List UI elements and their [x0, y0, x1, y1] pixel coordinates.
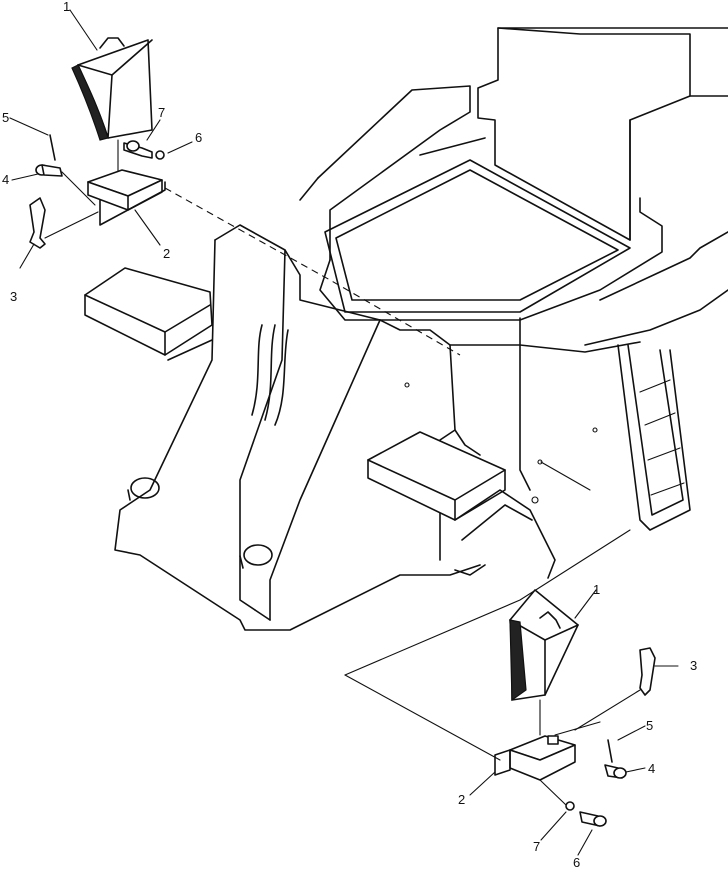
callout-4-bottom: 4	[648, 761, 655, 776]
callout-2-bottom: 2	[458, 792, 465, 807]
latch-bolt-bottom	[604, 764, 627, 779]
bolt-top	[123, 140, 165, 160]
hook-latch-top	[29, 197, 99, 249]
leader-lines	[9, 9, 679, 856]
callout-3-top: 3	[10, 289, 17, 304]
callout-1-top: 1	[63, 0, 70, 14]
hook-latch-bottom	[574, 647, 656, 731]
tool-box-cover-top	[71, 37, 153, 141]
bracket-bottom	[494, 721, 601, 781]
callouts-bottom: 1 3 5 4 2 7 6	[458, 582, 697, 870]
callout-5-bottom: 5	[646, 718, 653, 733]
callout-3-bottom: 3	[690, 658, 697, 673]
bolt-bottom	[539, 779, 607, 827]
tool-box-cover-bottom	[509, 589, 579, 702]
callout-6-bottom: 6	[573, 855, 580, 870]
callout-6-top: 6	[195, 130, 202, 145]
bracket-top	[87, 169, 166, 226]
callout-2-top: 2	[163, 246, 170, 261]
pin-bottom	[607, 739, 613, 763]
callout-5-top: 5	[2, 110, 9, 125]
callout-7-bottom: 7	[533, 839, 540, 854]
callout-4-top: 4	[2, 172, 9, 187]
machine-frame	[84, 27, 728, 761]
callout-1-bottom: 1	[593, 582, 600, 597]
callout-7-top: 7	[158, 105, 165, 120]
callouts-top: 1 7 6 5 4 3 2	[2, 0, 202, 304]
latch-bolt-top	[35, 164, 96, 206]
pin-top	[49, 134, 56, 161]
